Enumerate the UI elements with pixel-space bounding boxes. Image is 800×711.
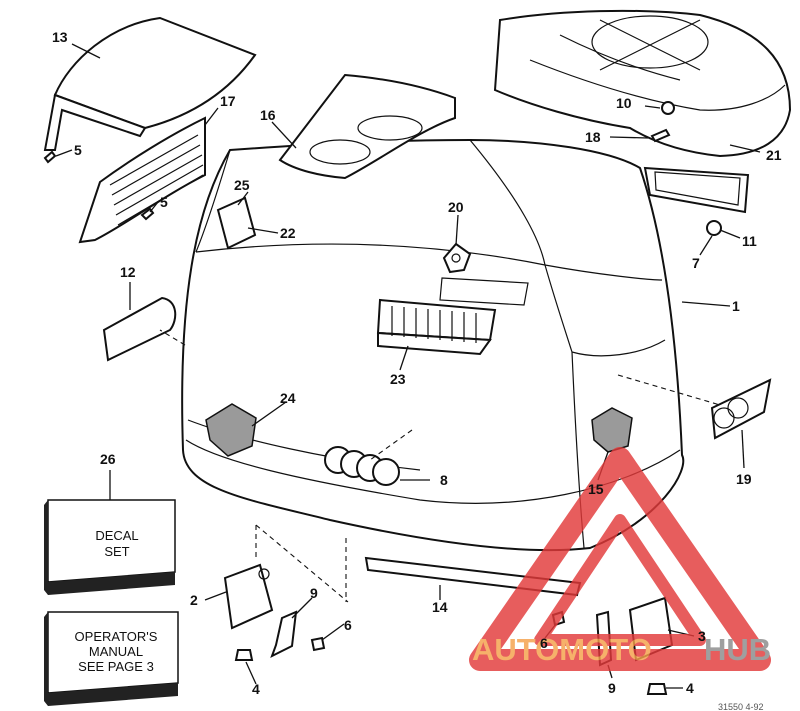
emblem-decal-part (324, 446, 400, 486)
top-hood-part (43, 16, 257, 151)
callout-19: 19 (736, 471, 752, 487)
callout-13: 13 (52, 29, 68, 45)
latch-part (442, 242, 472, 274)
watermark-text-b: HUB (704, 632, 771, 667)
callout-15: 15 (588, 481, 604, 497)
callout-5a: 5 (74, 142, 82, 158)
callout-2: 2 (190, 592, 198, 608)
right-decal-part (710, 378, 772, 440)
callout-20: 20 (448, 199, 464, 215)
callout-6b: 6 (540, 635, 548, 651)
callout-labels: 13 17 16 5 5 25 22 20 10 18 21 11 7 1 12… (52, 29, 782, 711)
rear-housing-part (493, 9, 792, 158)
callout-6a: 6 (344, 617, 352, 633)
vent-grille-part (376, 298, 497, 356)
decal-set-box: DECAL SET (44, 499, 176, 595)
latch-bracket-part (216, 196, 257, 250)
watermark-triangle-logo (469, 447, 771, 671)
manual-line2: MANUAL (89, 644, 143, 659)
operators-manual-box: OPERATOR'S MANUAL SEE PAGE 3 (44, 611, 179, 706)
callout-21: 21 (766, 147, 782, 163)
automotohub-watermark: AUTOMOTO HUB (469, 447, 771, 671)
callout-8: 8 (440, 472, 448, 488)
mesh-decal-left-part (205, 403, 257, 457)
callout-23: 23 (390, 371, 406, 387)
side-grille-part (78, 116, 206, 244)
callout-12: 12 (120, 264, 136, 280)
watermark-text-a: AUTOMOTO (472, 632, 652, 667)
mesh-decal-right-part (591, 407, 633, 453)
callout-1: 1 (732, 298, 740, 314)
callout-3: 3 (698, 628, 706, 644)
callout-9b: 9 (608, 680, 616, 696)
callout-18: 18 (585, 129, 601, 145)
callout-24: 24 (280, 390, 296, 406)
clip-left-part (270, 610, 298, 659)
left-decal-part (102, 296, 177, 362)
callout-7: 7 (692, 255, 700, 271)
callout-16: 16 (260, 107, 276, 123)
callout-22: 22 (280, 225, 296, 241)
callout-26: 26 (100, 451, 116, 467)
callout-4b: 4 (686, 680, 694, 696)
drawing-code: 31550 4-92 (718, 702, 764, 711)
manual-line3: SEE PAGE 3 (78, 659, 154, 674)
callout-4a: 4 (252, 681, 260, 697)
decal-set-line2: SET (104, 544, 129, 559)
leader-lines (55, 43, 761, 689)
latch-plate-left-part (223, 563, 274, 630)
decal-set-line1: DECAL (95, 528, 138, 543)
callout-10: 10 (616, 95, 632, 111)
callout-17: 17 (220, 93, 236, 109)
grille-bracket-part (643, 101, 750, 236)
callout-5b: 5 (160, 194, 168, 210)
callout-14: 14 (432, 599, 448, 615)
callout-25: 25 (234, 177, 250, 193)
callout-9a: 9 (310, 585, 318, 601)
manual-line1: OPERATOR'S (75, 629, 158, 644)
callout-11: 11 (742, 233, 757, 249)
